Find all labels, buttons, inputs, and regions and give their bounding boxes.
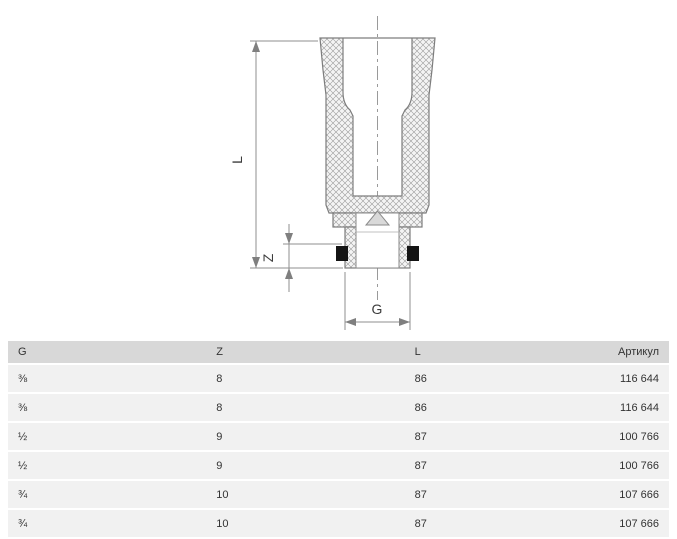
cell-z: 10 (206, 480, 405, 510)
cone-seat (364, 210, 391, 226)
col-header-artikul: Артикул (569, 341, 669, 365)
arrowhead-up-icon (252, 41, 260, 52)
cell-g: ⅜ (8, 393, 207, 423)
cell-artikul: 100 766 (569, 451, 669, 481)
cell-artikul: 100 766 (569, 422, 669, 452)
table-row: ½ 9 87 100 766 (8, 451, 669, 481)
cell-l: 86 (404, 393, 570, 423)
cell-z: 8 (206, 393, 405, 423)
seal-ring-left (336, 246, 348, 261)
arrowhead-up-icon (285, 268, 293, 279)
cell-artikul: 107 666 (569, 480, 669, 510)
table-row: ⅜ 8 86 116 644 (8, 364, 669, 394)
spec-table: G Z L Артикул ⅜ 8 86 116 644 ⅜ 8 86 116 … (8, 341, 669, 539)
part-body (319, 37, 436, 269)
cell-g: ¾ (8, 480, 207, 510)
table-header-row: G Z L Артикул (8, 341, 669, 365)
cell-g: ¾ (8, 509, 207, 539)
cell-l: 87 (404, 422, 570, 452)
cell-z: 10 (206, 509, 405, 539)
cell-z: 9 (206, 422, 405, 452)
cell-artikul: 116 644 (569, 364, 669, 394)
arrowhead-down-icon (285, 233, 293, 244)
seal-ring-right (407, 246, 419, 261)
cell-l: 87 (404, 451, 570, 481)
table-row: ⅜ 8 86 116 644 (8, 393, 669, 423)
cell-l: 86 (404, 364, 570, 394)
col-header-z: Z (206, 341, 405, 365)
cell-z: 8 (206, 364, 405, 394)
cell-artikul: 116 644 (569, 393, 669, 423)
cell-g: ⅜ (8, 364, 207, 394)
arrowhead-right-icon (399, 318, 410, 326)
table-row: ½ 9 87 100 766 (8, 422, 669, 452)
arrowhead-down-icon (252, 257, 260, 268)
cell-l: 87 (404, 480, 570, 510)
dim-label-g: G (372, 301, 383, 317)
dimension-l: L (229, 40, 343, 269)
dim-label-l: L (229, 156, 245, 164)
table-row: ¾ 10 87 107 666 (8, 509, 669, 539)
fitting-section-view: L Z G (229, 16, 436, 330)
table-row: ¾ 10 87 107 666 (8, 480, 669, 510)
col-header-g: G (8, 341, 207, 365)
technical-drawing: L Z G (229, 16, 436, 330)
dimension-z: Z (250, 224, 342, 292)
cell-g: ½ (8, 422, 207, 452)
cell-artikul: 107 666 (569, 509, 669, 539)
dimension-g: G (344, 272, 411, 330)
cell-g: ½ (8, 451, 207, 481)
cell-l: 87 (404, 509, 570, 539)
dim-label-z: Z (260, 253, 276, 262)
arrowhead-left-icon (345, 318, 356, 326)
cell-z: 9 (206, 451, 405, 481)
col-header-l: L (404, 341, 570, 365)
